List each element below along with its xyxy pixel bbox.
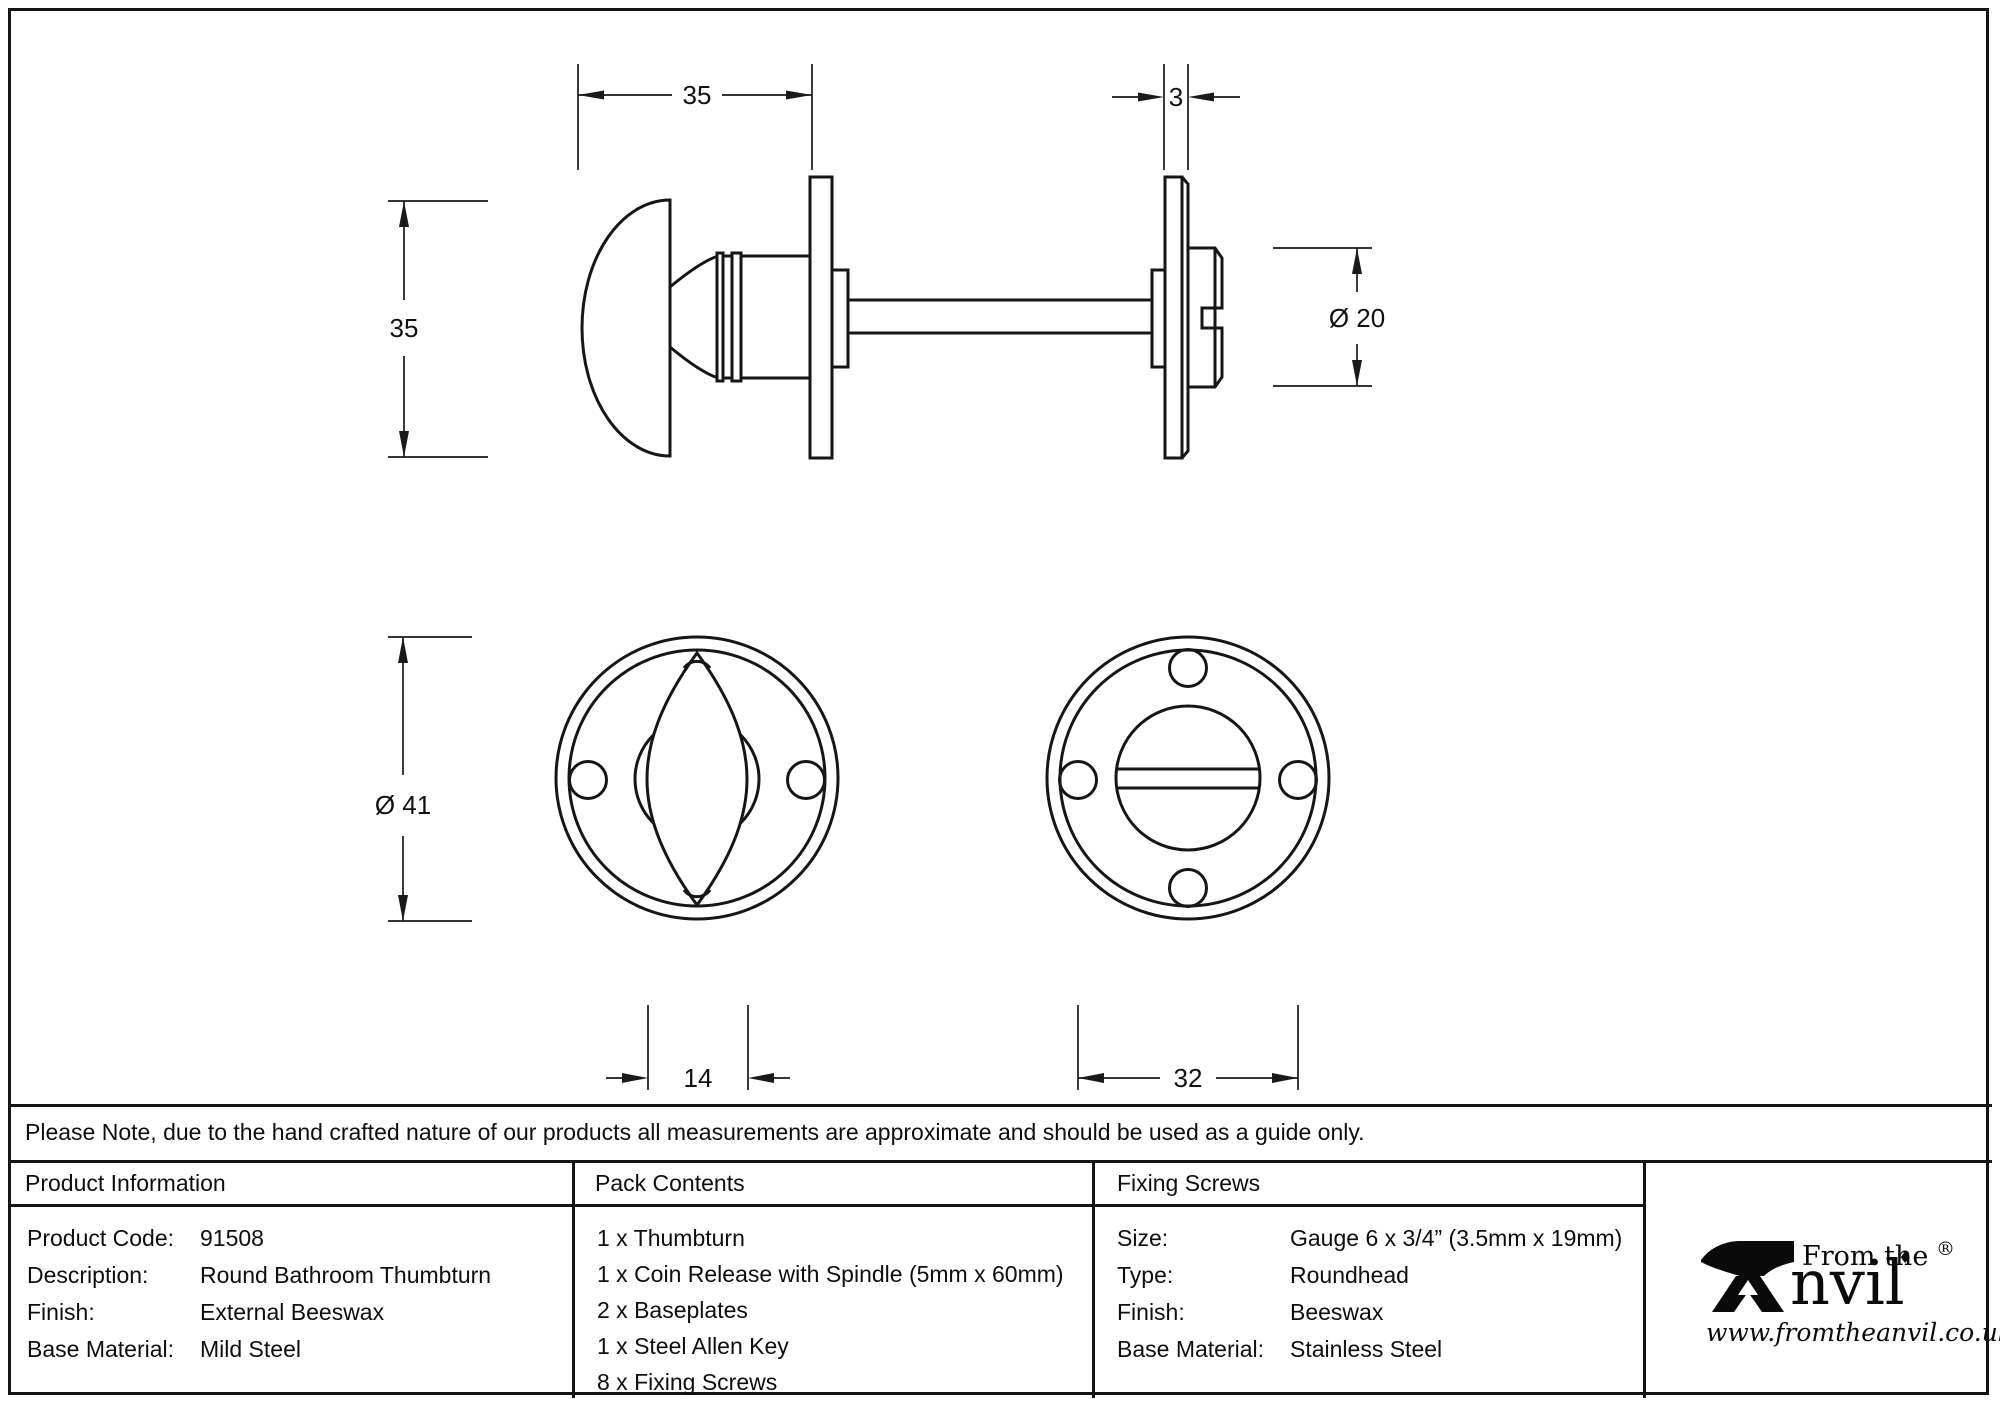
dim-turn-width: 14	[684, 1063, 713, 1093]
dim-knob-height: 35	[390, 313, 419, 343]
divider-header-body	[8, 1204, 1643, 1207]
row-value: Stainless Steel	[1290, 1335, 1443, 1362]
divider-note-header	[8, 1160, 1992, 1163]
registered-trademark-icon: ®	[1936, 1238, 1955, 1260]
row-value: Roundhead	[1290, 1261, 1409, 1288]
thumbturn-screw-hole-left	[568, 760, 608, 800]
list-item: 1 x Steel Allen Key	[597, 1332, 789, 1359]
row-value: 91508	[200, 1224, 264, 1251]
knob-dome	[580, 198, 672, 458]
knob-neck-bottom	[669, 345, 719, 380]
logo-from-the: From the	[1802, 1241, 1929, 1272]
header-pack-contents: Pack Contents	[595, 1169, 745, 1196]
coin-screw-hole-right	[1278, 760, 1318, 800]
page-border	[8, 8, 1989, 1395]
thumbturn-tip-bottom	[682, 889, 712, 899]
dim-screw-centres: 32	[1174, 1063, 1203, 1093]
coin-rose-outer	[1045, 635, 1331, 921]
front-views	[554, 635, 1331, 921]
row-value: Gauge 6 x 3/4” (3.5mm x 19mm)	[1290, 1224, 1623, 1251]
row-label: Size:	[1117, 1224, 1169, 1251]
list-item: 8 x Fixing Screws	[597, 1368, 778, 1395]
dimension-lines	[388, 64, 1372, 1090]
dim-coin-release-dia: Ø 20	[1329, 303, 1385, 333]
coin-disc	[1114, 704, 1262, 852]
coin-screw-hole-top	[1168, 648, 1208, 688]
dim-rose-dia: Ø 41	[375, 790, 431, 820]
row-value: Mild Steel	[200, 1335, 301, 1362]
divider-col-2	[1092, 1160, 1095, 1398]
row-label: Base Material:	[1117, 1335, 1265, 1362]
dimension-labels: 35 3 35 Ø 20 Ø 41 14 32	[375, 80, 1385, 1093]
stem-ring-1	[715, 251, 725, 383]
logo-anvil-text: nvil	[1790, 1246, 1905, 1319]
list-item: 1 x Thumbturn	[597, 1224, 745, 1251]
header-product-information: Product Information	[25, 1169, 226, 1196]
right-baseplate	[1163, 175, 1184, 460]
row-value: Round Bathroom Thumbturn	[200, 1261, 492, 1288]
logo-website: www.fromtheanvil.co.uk	[1706, 1318, 2000, 1347]
coin-screw-hole-bottom	[1168, 868, 1208, 908]
row-label: Type:	[1117, 1261, 1174, 1288]
spindle	[848, 298, 1152, 335]
coin-slot	[1117, 767, 1259, 790]
dim-plate-thickness: 3	[1169, 82, 1183, 112]
divider-col-3	[1643, 1160, 1646, 1398]
header-fixing-screws: Fixing Screws	[1117, 1169, 1261, 1196]
thumbturn-screw-hole-right	[786, 760, 826, 800]
dimension-arrows	[398, 90, 1362, 1083]
row-label: Finish:	[1117, 1298, 1185, 1325]
divider-drawing-note	[8, 1104, 1992, 1107]
thumbturn-lever	[645, 650, 749, 908]
stem-ring-2	[730, 251, 743, 383]
row-value: External Beeswax	[200, 1298, 385, 1325]
row-value: Beeswax	[1290, 1298, 1384, 1325]
row-label: Product Code:	[27, 1224, 175, 1251]
measurement-note: Please Note, due to the hand crafted nat…	[25, 1118, 1365, 1145]
row-label: Description:	[27, 1261, 149, 1288]
list-item: 1 x Coin Release with Spindle (5mm x 60m…	[597, 1260, 1064, 1287]
anvil-icon	[1701, 1241, 1794, 1312]
thumbturn-rose-outer	[554, 635, 840, 921]
side-view	[580, 175, 1224, 460]
coin-screw-hole-left	[1058, 760, 1098, 800]
list-item: 2 x Baseplates	[597, 1296, 748, 1323]
row-label: Base Material:	[27, 1335, 175, 1362]
technical-drawing: 35 3 35 Ø 20 Ø 41 14 32	[375, 64, 1385, 1093]
left-bushing	[830, 268, 850, 369]
dim-knob-projection: 35	[683, 80, 712, 110]
knob-neck-top	[669, 254, 719, 289]
divider-col-1	[572, 1160, 575, 1398]
row-label: Finish:	[27, 1298, 95, 1325]
logo-diamond-icon: ♦	[1898, 1248, 1913, 1267]
thumbturn-tip-top	[682, 659, 712, 669]
